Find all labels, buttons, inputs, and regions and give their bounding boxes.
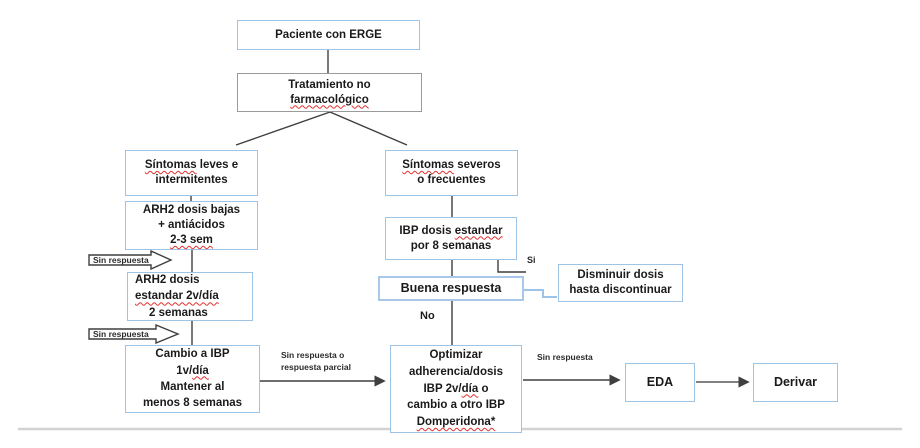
label-line: Sin respuesta o <box>281 350 345 360</box>
text-line: Optimizar <box>429 347 482 364</box>
text-line: cambio a otro IBP <box>407 397 505 414</box>
text-line: EDA <box>647 374 673 390</box>
node-disminuir-dosis: Disminuir dosis hasta discontinuar <box>558 264 683 302</box>
block-arrow-sin-respuesta-1: Sin respuesta <box>88 250 173 270</box>
node-eda: EDA <box>625 363 695 402</box>
text-segment: adherencia/dosis <box>409 365 503 378</box>
right-block-arrow-icon <box>88 250 173 270</box>
text-line: Buena respuesta <box>401 280 502 296</box>
text-segment: + antiácidos <box>158 218 225 231</box>
misspelled-word: día <box>192 364 209 377</box>
node-arh2-dosis-bajas: ARH2 dosis bajas + antiácidos 2-3 sem <box>125 201 258 250</box>
text-segment: 2 semanas <box>149 306 208 319</box>
misspelled-word: Síntomas <box>144 159 197 172</box>
label-line: respuesta parcial <box>281 361 351 372</box>
text-segment: ARH2 dosis <box>135 274 200 287</box>
label-sin-respuesta-right: Sin respuesta <box>537 352 593 362</box>
text-segment: Paciente con ERGE <box>275 28 382 41</box>
text-segment: leves e <box>196 159 239 172</box>
text-segment: cambio a otro IBP <box>407 399 505 412</box>
text-segment: o frecuentes <box>417 174 486 186</box>
text-line: IBP dosis estandar <box>399 224 502 239</box>
label-no: No <box>420 310 435 322</box>
connector-diagonal-left <box>235 111 331 146</box>
text-line: Síntomas leves e <box>145 158 238 173</box>
text-line: 2 semanas <box>149 305 208 321</box>
connector-diagonal-right <box>329 111 408 146</box>
right-block-arrow-icon <box>88 324 180 344</box>
text-line: o frecuentes <box>417 173 485 188</box>
text-segment: ARH2 dosis bajas <box>142 203 241 216</box>
text-line: 2-3 sem <box>170 233 213 248</box>
text-line: Disminuir dosis <box>577 268 663 283</box>
node-buena-respuesta: Buena respuesta <box>378 276 524 301</box>
label-si: Si <box>527 255 536 265</box>
text-segment: IBP dosis <box>399 224 455 237</box>
text-segment: o <box>478 382 489 395</box>
text-line: 1v/día <box>176 363 209 379</box>
text-line: Tratamiento no <box>288 78 370 93</box>
misspelled-word: estandar 2v/día <box>135 290 219 303</box>
text-segment: Disminuir dosis <box>577 269 664 282</box>
text-line: por 8 semanas <box>411 239 492 254</box>
node-paciente-con-erge: Paciente con ERGE <box>237 20 420 50</box>
text-segment: hasta discontinuar <box>569 284 672 296</box>
text-line: Derivar <box>774 374 817 390</box>
node-arh2-dosis-estandar: ARH2 dosis estandar 2v/día 2 semanas <box>127 272 253 321</box>
node-derivar: Derivar <box>753 363 838 402</box>
block-arrow-sin-respuesta-2: Sin respuesta <box>88 324 180 344</box>
text-segment: severos <box>454 159 501 172</box>
text-segment: EDA <box>646 375 674 390</box>
connector-buena-disminuir-blue <box>524 289 557 298</box>
misspelled-word: Domperidona* <box>416 416 496 428</box>
text-line: ARH2 dosis bajas <box>143 203 240 218</box>
text-line: Cambio a IBP <box>155 346 229 362</box>
text-line: IBP 2v/día o <box>423 381 488 398</box>
misspelled-word: estandar <box>454 224 503 237</box>
text-segment: menos 8 semanas <box>142 397 243 410</box>
text-line: estandar 2v/día <box>135 288 219 304</box>
text-line: Paciente con ERGE <box>275 28 382 43</box>
text-line: Síntomas severos <box>402 158 500 173</box>
block-arrow-label: Sin respuesta <box>93 255 149 265</box>
text-segment: IBP 2v/ <box>423 382 462 395</box>
text-line: ARH2 dosis <box>135 272 200 288</box>
text-segment: Mantener al <box>160 381 225 393</box>
label-sin-respuesta-parcial: Sin respuesta o respuesta parcial <box>281 350 351 374</box>
text-line: adherencia/dosis <box>409 364 503 381</box>
misspelled-word: Síntomas <box>402 159 455 172</box>
node-tratamiento-no-farmacologico: Tratamiento no farmacológico <box>237 73 422 112</box>
text-segment: Derivar <box>773 375 818 390</box>
misspelled-word: 2-3 sem <box>170 234 213 247</box>
text-segment: intermitentes <box>155 174 228 186</box>
text-segment: Tratamiento no <box>288 78 371 91</box>
block-arrow-label: Sin respuesta <box>93 329 149 339</box>
text-segment: por 8 semanas <box>410 239 492 252</box>
text-line: menos 8 semanas <box>143 395 242 411</box>
text-line: Domperidona* <box>417 414 496 431</box>
misspelled-word: farmacológico <box>290 93 369 106</box>
text-line: + antiácidos <box>158 218 225 233</box>
text-line: hasta discontinuar <box>569 283 671 298</box>
text-segment: Cambio a IBP <box>155 348 230 361</box>
text-line: intermitentes <box>155 173 227 188</box>
text-line: farmacológico <box>290 93 369 108</box>
text-line: Mantener al <box>161 379 225 395</box>
misspelled-word: día <box>461 382 479 395</box>
text-segment: 1v/ <box>176 364 193 377</box>
connector-si-elbow <box>497 259 526 273</box>
text-segment: Buena respuesta <box>400 281 502 296</box>
text-segment: Optimizar <box>429 349 483 362</box>
